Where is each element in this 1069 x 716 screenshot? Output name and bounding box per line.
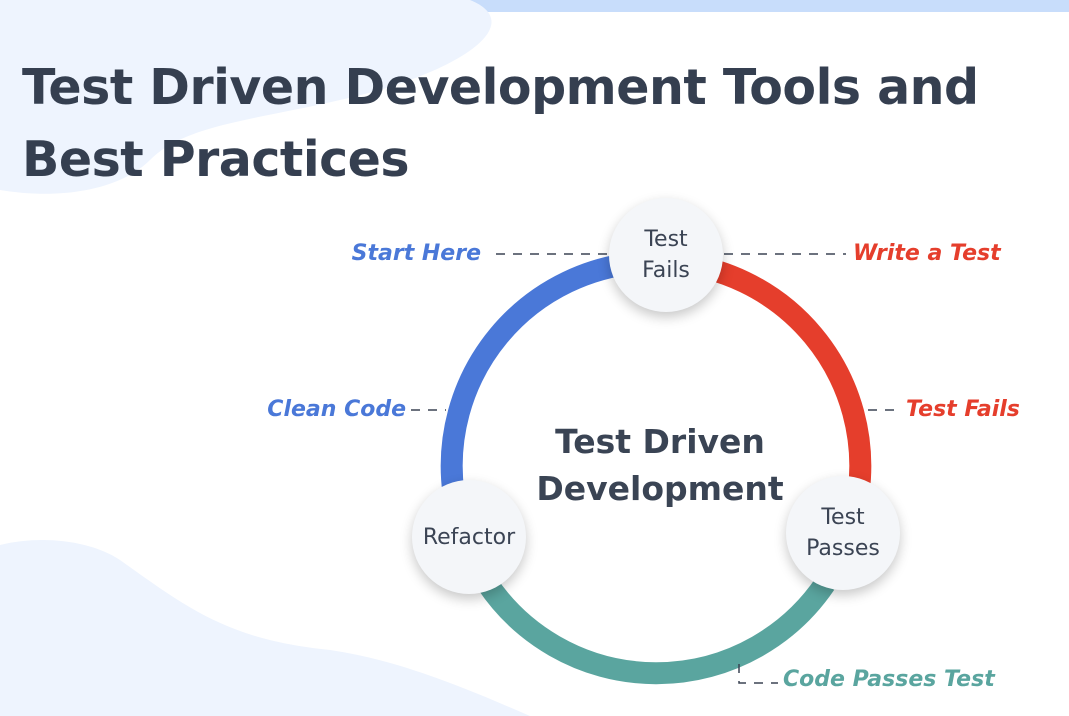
- leader-code-passes: [738, 664, 778, 684]
- title-line-1: Test Driven Development Tools and: [22, 59, 979, 116]
- annotation-code-passes-test: Code Passes Test: [783, 667, 995, 692]
- annotation-write-a-test: Write a Test: [853, 241, 1001, 266]
- center-label-line-2: Development: [536, 469, 784, 508]
- title-line-2: Best Practices: [22, 131, 410, 188]
- node-test-passes: Test Passes: [786, 476, 900, 590]
- page-title: Test Driven Development Tools and Best P…: [22, 52, 979, 196]
- annotation-clean-code: Clean Code: [267, 397, 406, 422]
- arc-teal-code-passes: [477, 576, 835, 685]
- node-test-fails: Test Fails: [609, 198, 723, 312]
- node-test-fails-line-2: Fails: [642, 258, 690, 283]
- node-refactor: Refactor: [412, 480, 526, 594]
- center-label-line-1: Test Driven: [555, 422, 765, 461]
- background-blob-top: [0, 0, 492, 194]
- node-test-passes-line-2: Passes: [806, 536, 880, 561]
- background-blob-bottom: [0, 540, 530, 716]
- arc-blue-clean-code: [440, 251, 646, 494]
- node-refactor-label: Refactor: [422, 524, 516, 550]
- annotation-test-fails: Test Fails: [906, 397, 1020, 422]
- annotation-start-here: Start Here: [351, 241, 481, 266]
- node-test-passes-line-1: Test: [821, 505, 865, 530]
- center-label: Test Driven Development: [505, 418, 815, 512]
- node-test-fails-line-1: Test: [644, 227, 688, 252]
